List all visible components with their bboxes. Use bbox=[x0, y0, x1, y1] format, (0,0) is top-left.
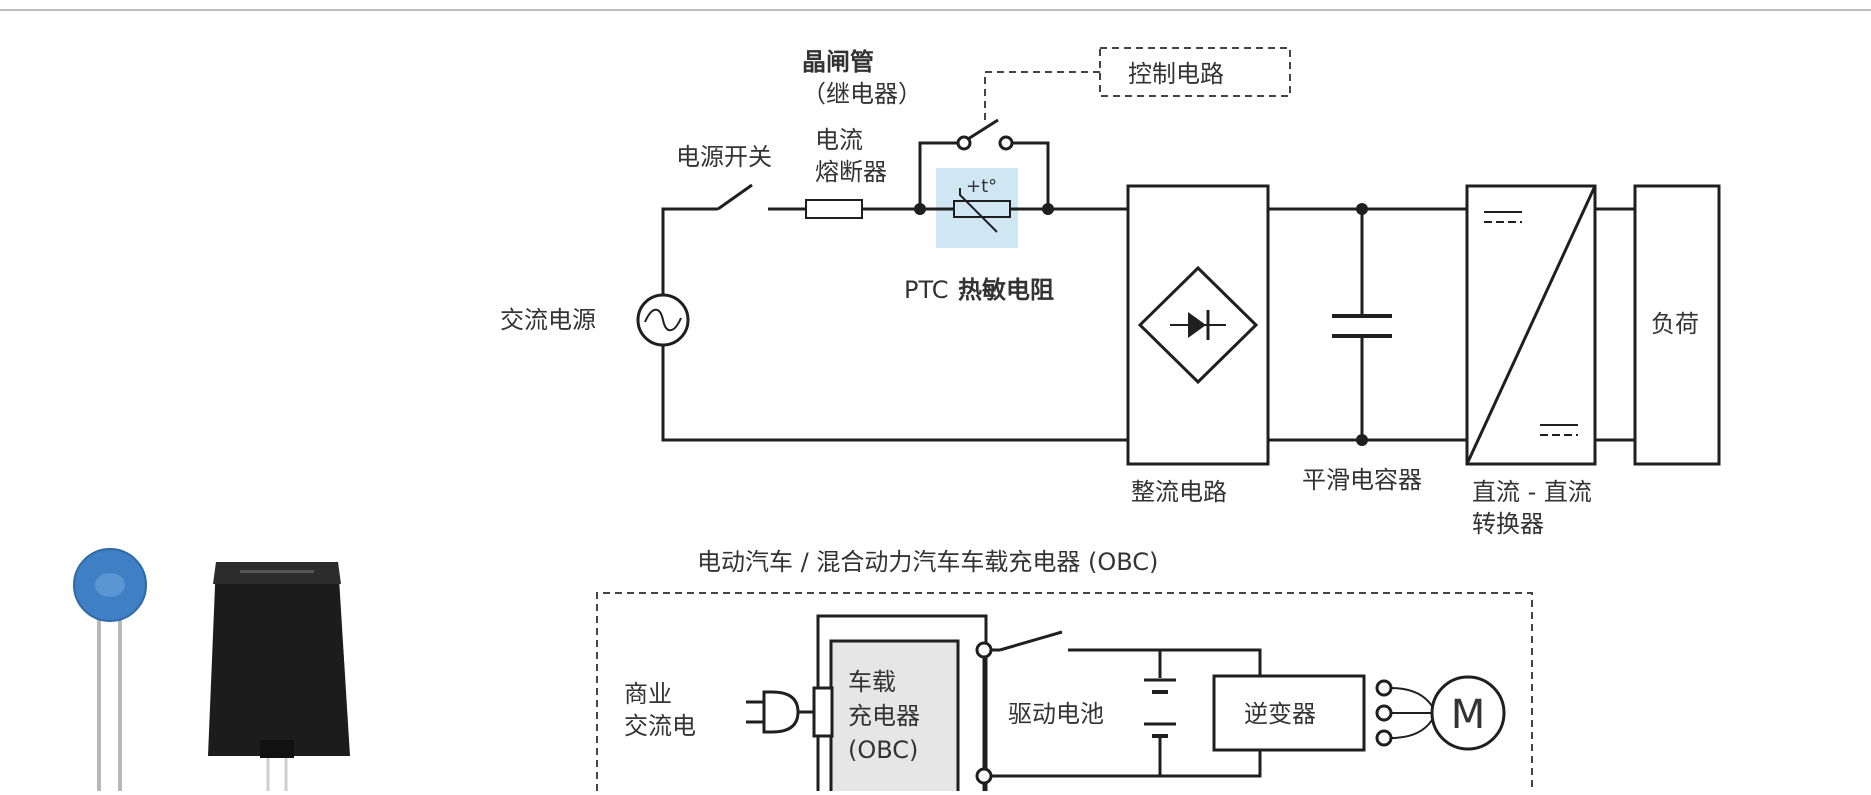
package-tab bbox=[260, 740, 294, 758]
charger-connector bbox=[812, 686, 834, 738]
wire-bypass-right bbox=[1012, 141, 1050, 209]
commercial-label-line1: 商业 bbox=[624, 680, 672, 708]
rectifier-block bbox=[1126, 184, 1270, 466]
relay-contact-left bbox=[956, 135, 972, 151]
package-thermistor-photo bbox=[208, 562, 350, 756]
bridge-icon bbox=[1137, 265, 1259, 385]
rectifier-label: 整流电路 bbox=[1131, 478, 1227, 506]
ptc-temp-label: +t° bbox=[966, 176, 997, 197]
ac-source-symbol bbox=[636, 293, 690, 347]
disc-marking bbox=[95, 573, 125, 597]
wire-bypass-left bbox=[918, 141, 960, 209]
wire-battery-top bbox=[1068, 648, 1262, 676]
control-circuit-label: 控制电路 bbox=[1128, 60, 1224, 88]
dcdc-label-line2: 转换器 bbox=[1472, 510, 1544, 538]
fuse-label-line2: 熔断器 bbox=[815, 158, 887, 186]
switch-contact bbox=[975, 641, 993, 659]
power-switch-blade bbox=[717, 183, 753, 211]
inverter-label: 逆变器 bbox=[1244, 700, 1316, 728]
ptc-name-label: 热敏电阻 bbox=[958, 276, 1054, 304]
obc-dashed-frame bbox=[596, 592, 1533, 791]
wire-battery-bottom bbox=[991, 750, 1262, 778]
junction-dot bbox=[914, 203, 926, 215]
relay-contact-blade bbox=[967, 118, 999, 141]
switch-contact bbox=[975, 767, 993, 785]
relay-contact-right bbox=[998, 135, 1014, 151]
motor-terminal bbox=[1375, 729, 1393, 747]
sine-icon bbox=[644, 308, 682, 332]
package-label bbox=[240, 570, 314, 573]
load-block bbox=[1633, 184, 1721, 466]
plug-icon bbox=[762, 690, 800, 734]
smoothing-cap-label: 平滑电容器 bbox=[1302, 466, 1422, 494]
relay-label: （继电器） bbox=[802, 80, 922, 108]
inverter-block bbox=[1212, 674, 1366, 752]
dcdc-converter-block bbox=[1465, 184, 1597, 466]
commercial-label-line2: 交流电 bbox=[624, 712, 696, 740]
motor-terminal bbox=[1375, 704, 1393, 722]
thyristor-label: 晶闸管 bbox=[802, 48, 874, 76]
load-label: 负荷 bbox=[1651, 310, 1699, 338]
ptc-slope-icon bbox=[959, 188, 998, 233]
motor-wires bbox=[1390, 687, 1433, 739]
dcdc-label-line1: 直流 - 直流 bbox=[1472, 478, 1592, 506]
motor-label: M bbox=[1451, 692, 1486, 738]
charger-label-line3: (OBC) bbox=[848, 736, 918, 764]
wire-left-bottom bbox=[661, 345, 1128, 442]
fuse-label-line1: 电流 bbox=[815, 126, 863, 154]
battery-label: 驱动电池 bbox=[1008, 700, 1104, 728]
charger-label-line1: 车载 bbox=[848, 668, 896, 696]
battery-switch-blade bbox=[999, 630, 1063, 652]
power-switch-label: 电源开关 bbox=[676, 143, 772, 171]
dcdc-diagonal bbox=[1465, 185, 1597, 465]
fuse-symbol bbox=[805, 199, 863, 219]
wire-left-top bbox=[661, 207, 718, 295]
motor-terminal bbox=[1375, 679, 1393, 697]
charger-label-line2: 充电器 bbox=[848, 702, 920, 730]
motor-symbol bbox=[1430, 675, 1506, 751]
control-link bbox=[984, 71, 1100, 122]
ac-source-label: 交流电源 bbox=[500, 306, 596, 334]
obc-title: 电动汽车 / 混合动力汽车车载充电器 (OBC) bbox=[697, 548, 1158, 576]
ptc-prefix-label: PTC bbox=[904, 276, 948, 304]
